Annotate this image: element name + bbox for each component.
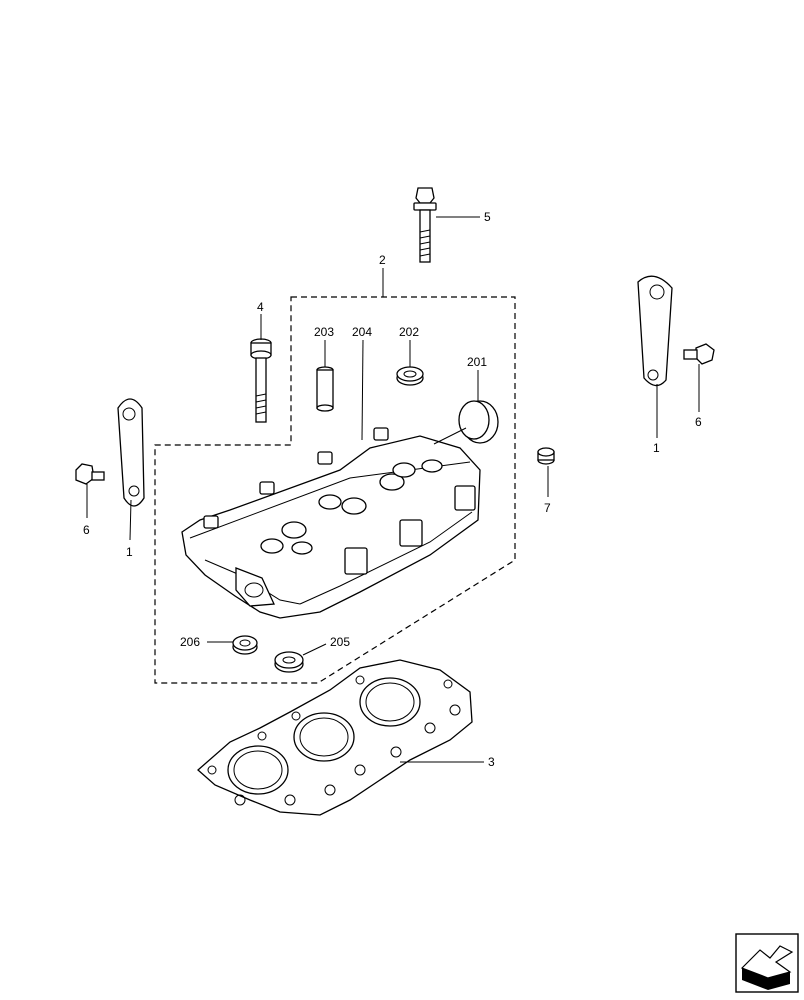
label-203: 203: [314, 325, 334, 339]
part-203-valve-guide[interactable]: [316, 366, 334, 412]
part-6-bolt-left[interactable]: [75, 463, 105, 485]
label-2: 2: [379, 253, 386, 267]
part-206-seal[interactable]: [232, 635, 258, 655]
part-4-bolt[interactable]: [250, 338, 272, 423]
part-6-bolt-right[interactable]: [683, 343, 715, 365]
label-205: 205: [330, 635, 350, 649]
label-5: 5: [484, 210, 491, 224]
part-1-bracket-left[interactable]: [117, 398, 145, 507]
label-7: 7: [544, 501, 551, 515]
cylinder-head[interactable]: [181, 427, 481, 619]
label-4: 4: [257, 300, 264, 314]
label-6-right: 6: [695, 415, 702, 429]
label-202: 202: [399, 325, 419, 339]
label-3: 3: [488, 755, 495, 769]
part-202-seal[interactable]: [396, 366, 424, 386]
label-204: 204: [352, 325, 372, 339]
label-1-right: 1: [653, 441, 660, 455]
label-1-left: 1: [126, 545, 133, 559]
part-201-plug[interactable]: [458, 400, 499, 444]
part-205-seal[interactable]: [274, 651, 304, 673]
next-page-arrow-icon[interactable]: [735, 933, 799, 993]
label-206: 206: [180, 635, 200, 649]
label-201: 201: [467, 355, 487, 369]
part-1-bracket-right[interactable]: [637, 275, 673, 387]
part-7-plug[interactable]: [537, 447, 555, 465]
part-5-bolt[interactable]: [413, 187, 437, 263]
assembly-group-boundary: [154, 296, 516, 684]
label-6-left: 6: [83, 523, 90, 537]
part-3-head-gasket[interactable]: [197, 659, 473, 816]
part-labels: 5 2 4 203 204 202 201 1 6 1 6 7 206 205 …: [83, 210, 702, 769]
leader-lines: [86, 216, 700, 763]
